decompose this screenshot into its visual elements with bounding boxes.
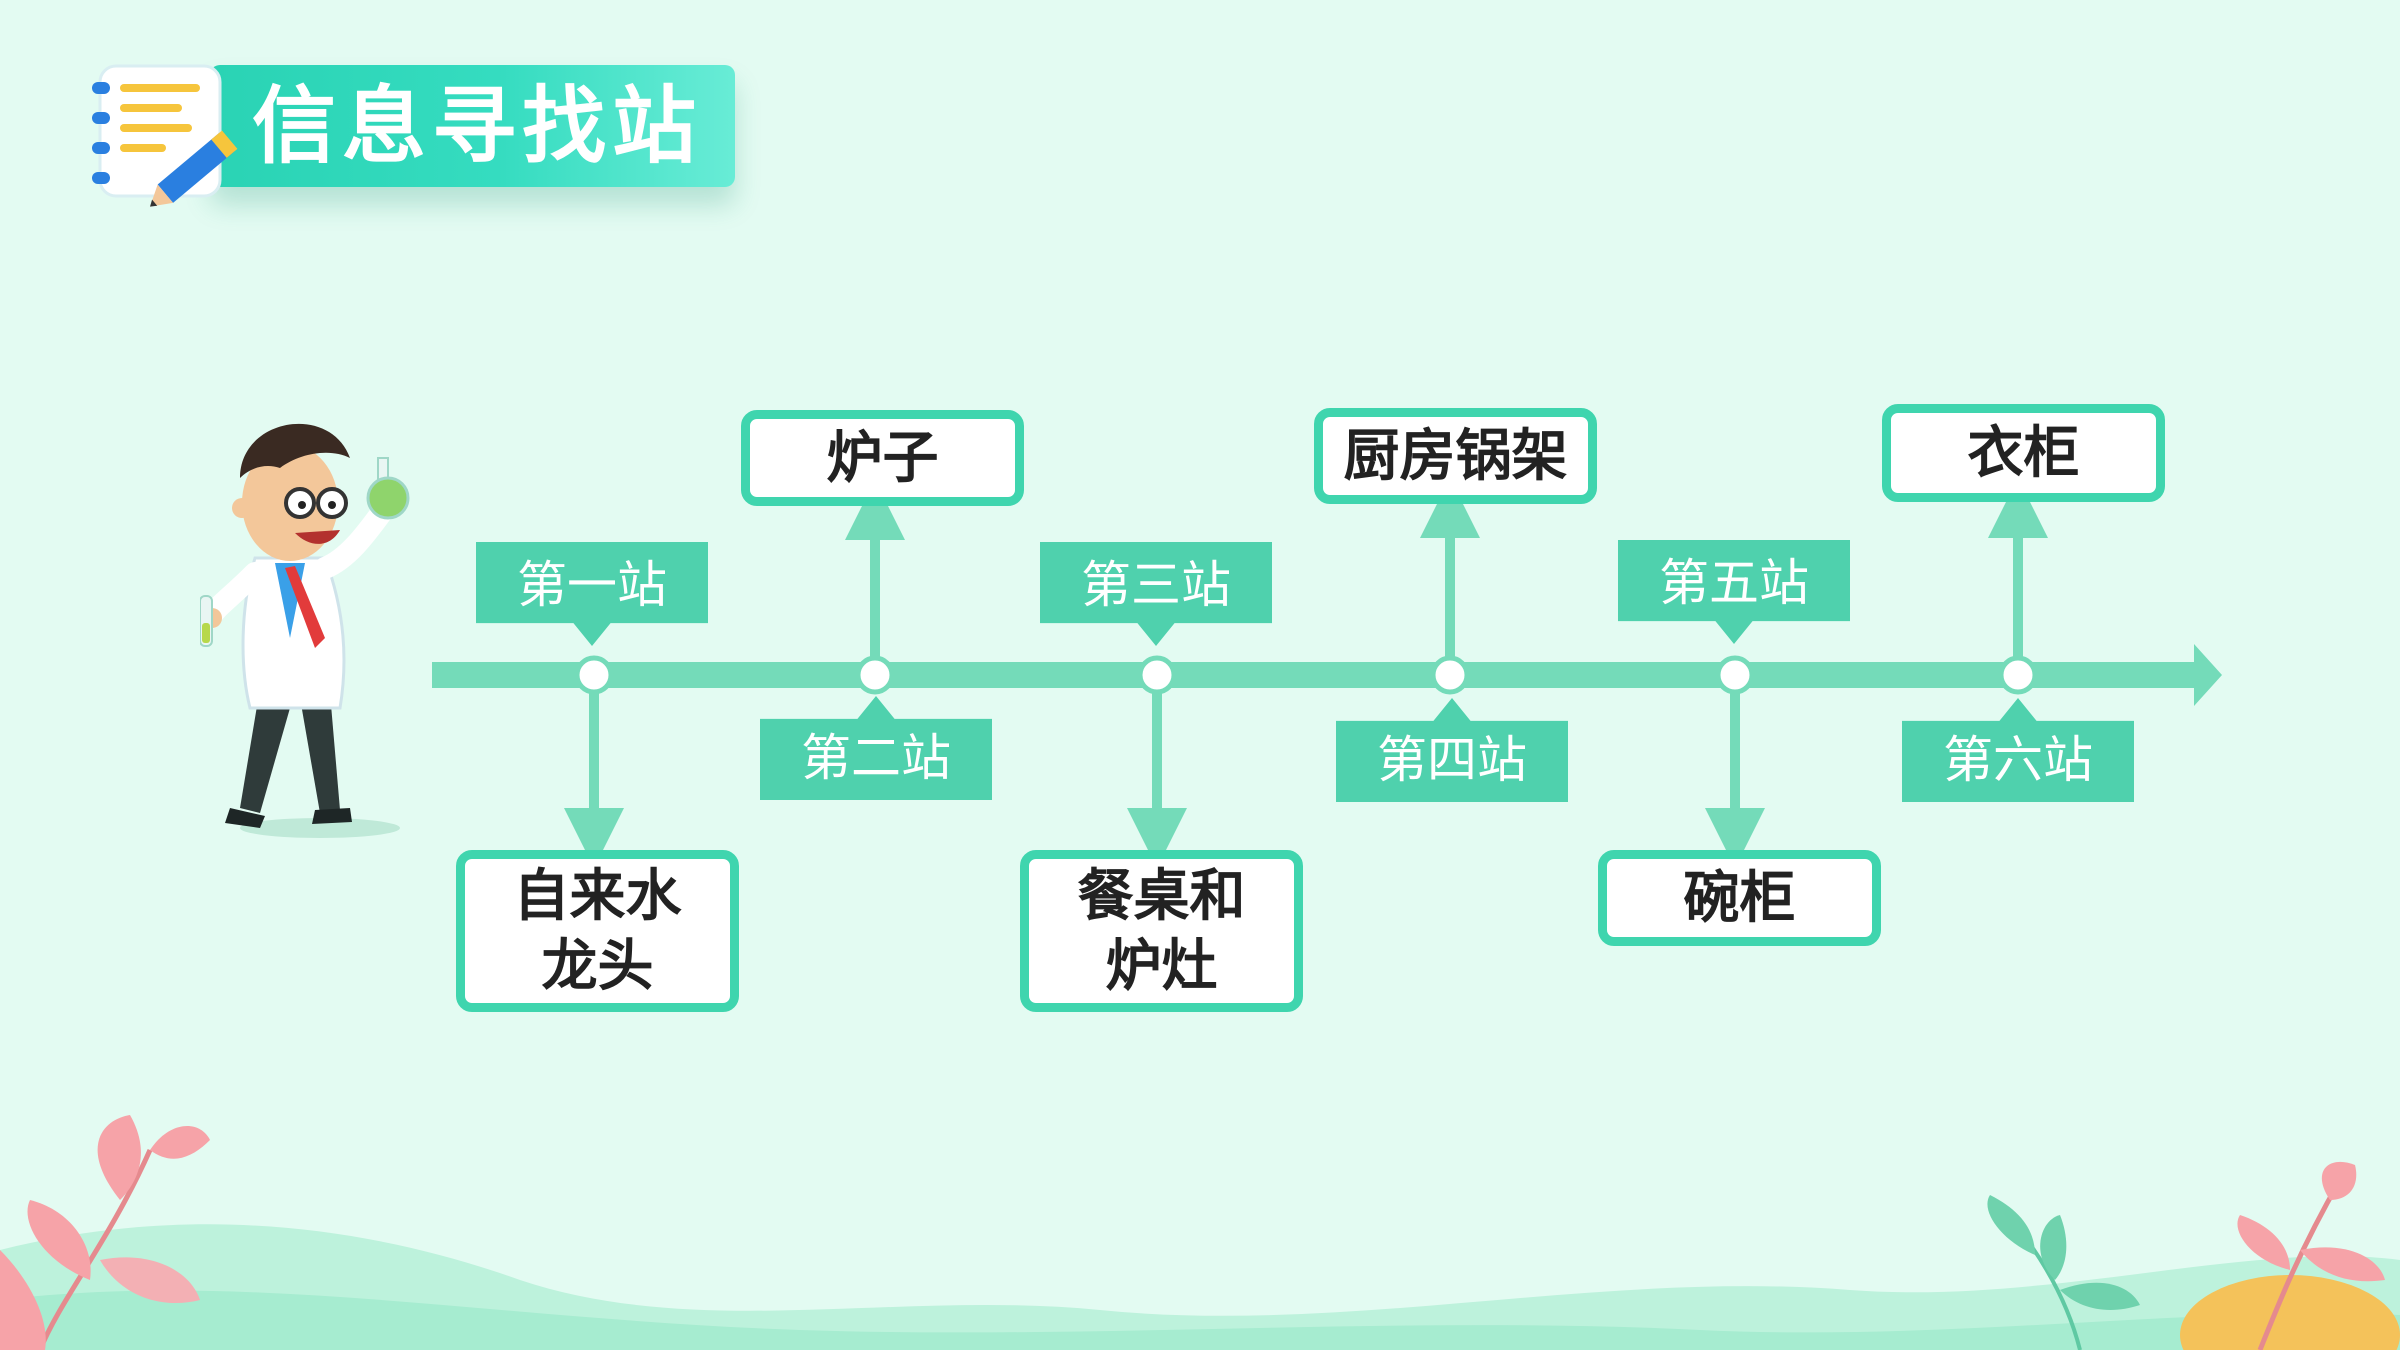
place-line: 自来水 <box>513 863 682 929</box>
timeline-node-6 <box>1998 655 2038 695</box>
place-line: 厨房锅架 <box>1343 423 1568 489</box>
timeline-node-1 <box>574 655 614 695</box>
place-box-4: 厨房锅架 <box>1314 408 1597 504</box>
place-line: 餐桌和 <box>1077 863 1246 929</box>
place-line: 衣柜 <box>1967 420 2080 486</box>
scientist-illustration <box>200 423 410 838</box>
place-line: 碗柜 <box>1683 865 1796 931</box>
timeline-node-2 <box>855 655 895 695</box>
header-banner <box>210 65 735 187</box>
place-box-5: 碗柜 <box>1598 850 1881 946</box>
notebook-pencil-icon <box>92 64 238 207</box>
place-box-2: 炉子 <box>741 410 1024 506</box>
place-line: 炉子 <box>826 425 939 491</box>
place-line: 龙头 <box>541 933 654 999</box>
place-line: 炉灶 <box>1105 933 1218 999</box>
timeline-node-4 <box>1430 655 1470 695</box>
page-title: 信息寻找站 <box>252 77 703 175</box>
place-box-6: 衣柜 <box>1882 404 2165 502</box>
leaf-right-decoration <box>1987 1161 2385 1350</box>
place-box-3: 餐桌和 炉灶 <box>1020 850 1303 1012</box>
timeline-axis <box>432 662 2194 688</box>
place-box-1: 自来水 龙头 <box>456 850 739 1012</box>
timeline-arrowhead <box>2194 644 2222 706</box>
timeline-node-3 <box>1137 655 1177 695</box>
landscape-decoration <box>0 1224 2400 1350</box>
timeline-node-5 <box>1715 655 1755 695</box>
leaf-left-decoration <box>0 1115 210 1350</box>
